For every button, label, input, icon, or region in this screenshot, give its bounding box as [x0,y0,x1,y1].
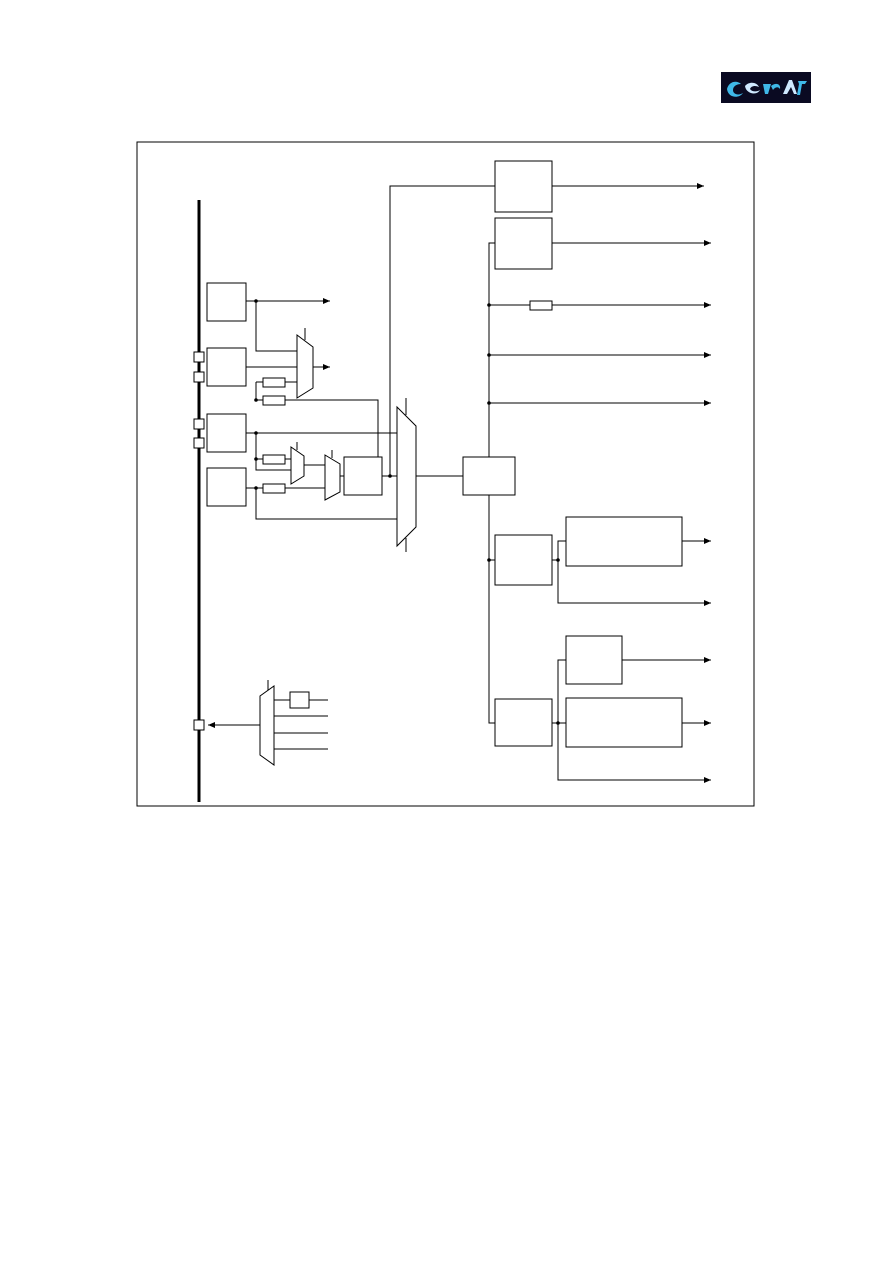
middle-block [343,456,383,496]
pin-3 [193,418,205,430]
top-block-2 [494,217,553,270]
pin-1 [193,351,205,363]
small-block-4 [262,483,286,494]
logo-swoosh-1 [727,81,743,97]
left-block-2 [206,347,247,387]
left-block-1 [206,282,247,322]
wire-lower2-bypass [557,723,711,783]
mux-1 [296,334,314,399]
small-block-5 [529,300,553,311]
small-block-1 [262,377,286,388]
wire-block3-to-mux2 [255,433,291,471]
center-block [462,456,516,496]
wire-block1-to-mux1 [255,301,297,352]
output-mux [259,685,275,766]
small-block-2 [262,395,286,406]
wire-distribution-down [488,495,495,724]
left-block-4 [206,467,247,507]
top-block-1 [494,160,553,213]
output-small-block [289,691,310,709]
small-block-3 [262,454,286,465]
wire-to-small-right-block [557,659,566,723]
lower-block-2 [494,698,553,747]
wire-to-wide-block-1 [557,540,566,560]
logo-swoosh-3 [763,83,781,94]
wire-lower1-bypass [557,560,711,606]
wire-distribution-up [488,242,495,457]
left-block-3 [206,413,247,453]
wire-feedback [389,185,495,476]
logo-swoosh-2 [745,82,760,94]
small-right-block [565,635,623,685]
mux-2 [290,446,305,485]
pin-2 [193,371,205,383]
wire-block4-to-bigmux [255,488,397,520]
pin-4 [193,437,205,449]
wide-block-2 [565,697,683,748]
logo-swoosh-4 [783,80,797,94]
logo [721,72,811,103]
mux-3 [324,454,341,501]
pin-5 [193,719,205,731]
logo-swoosh-5 [797,81,807,95]
node-2 [254,398,258,402]
wire-small2-to-bigmux [285,399,379,476]
lower-block-1 [494,534,553,586]
wide-block-1 [565,516,683,567]
big-mux [396,405,417,548]
